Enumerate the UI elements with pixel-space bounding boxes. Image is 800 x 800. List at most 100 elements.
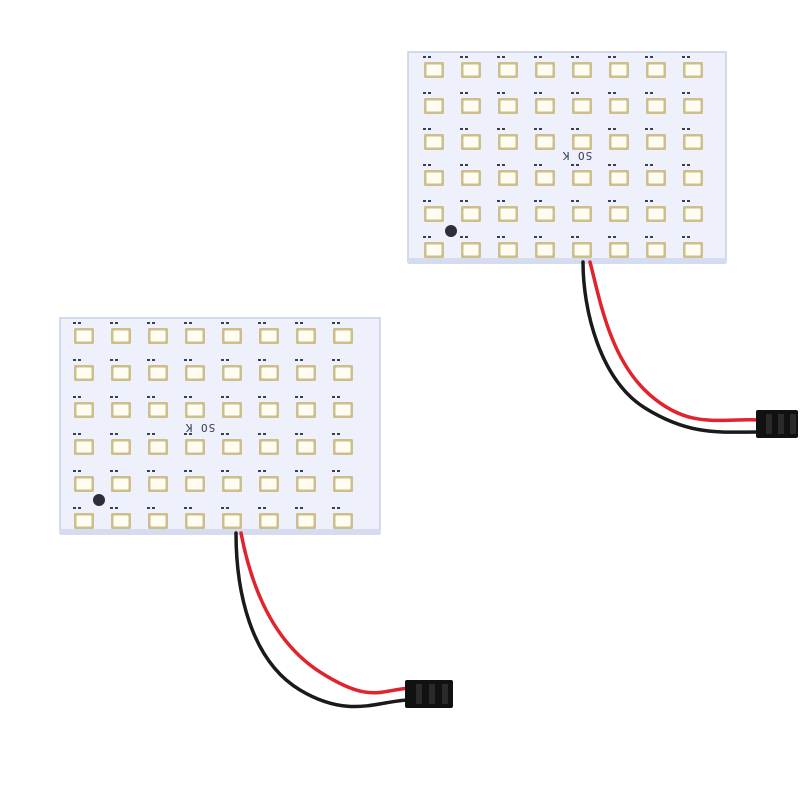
smd-led (534, 236, 555, 258)
smd-led (423, 92, 444, 114)
smd-led (571, 128, 592, 150)
smd-led (147, 433, 168, 455)
smd-led (497, 128, 518, 150)
smd-led (73, 396, 94, 418)
wire-harness (234, 531, 412, 709)
smd-led (571, 200, 592, 222)
smd-led (184, 322, 205, 344)
smd-led (295, 359, 316, 381)
smd-led (221, 507, 242, 529)
smd-led (571, 164, 592, 186)
smd-led (258, 359, 279, 381)
smd-led (571, 92, 592, 114)
led-grid (423, 56, 703, 258)
smd-led (258, 322, 279, 344)
smd-led (110, 507, 131, 529)
smd-led (73, 507, 94, 529)
smd-led (258, 396, 279, 418)
smd-led (295, 433, 316, 455)
smd-led (645, 92, 666, 114)
led-panel-bottom-left: SO K (59, 317, 453, 709)
smd-led (110, 433, 131, 455)
smd-led (332, 470, 353, 492)
smd-led (497, 236, 518, 258)
smd-led (460, 236, 481, 258)
smd-led (147, 359, 168, 381)
smd-led (423, 56, 444, 78)
smd-led (460, 200, 481, 222)
smd-led (608, 56, 629, 78)
smd-led (147, 507, 168, 529)
circuit-board (407, 51, 727, 263)
smd-led (608, 164, 629, 186)
smd-led (460, 128, 481, 150)
smd-led (73, 322, 94, 344)
smd-led (534, 56, 555, 78)
smd-led (423, 164, 444, 186)
smd-led (608, 236, 629, 258)
smd-led (497, 200, 518, 222)
smd-led (147, 322, 168, 344)
smd-led (295, 470, 316, 492)
smd-led (682, 236, 703, 258)
smd-led (221, 322, 242, 344)
smd-led (645, 56, 666, 78)
smd-led (110, 359, 131, 381)
smd-led (184, 396, 205, 418)
smd-led (645, 236, 666, 258)
smd-led (332, 507, 353, 529)
smd-led (534, 164, 555, 186)
smd-led (608, 200, 629, 222)
smd-led (295, 322, 316, 344)
smd-led (73, 433, 94, 455)
wire-harness (581, 260, 762, 434)
smd-led (534, 200, 555, 222)
smd-led (608, 128, 629, 150)
silkscreen-label: SO K (185, 421, 216, 434)
smd-led (460, 164, 481, 186)
circuit-board (59, 317, 381, 534)
smd-led (423, 200, 444, 222)
smd-led (497, 56, 518, 78)
smd-led (497, 164, 518, 186)
smd-led (295, 507, 316, 529)
mounting-dot (445, 225, 457, 237)
smd-led (534, 92, 555, 114)
smd-led (221, 359, 242, 381)
smd-led (460, 56, 481, 78)
smd-led (682, 200, 703, 222)
smd-led (184, 507, 205, 529)
smd-led (332, 433, 353, 455)
smd-led (73, 359, 94, 381)
smd-led (423, 236, 444, 258)
smd-led (534, 128, 555, 150)
led-panel-top-right: SO K (407, 51, 798, 438)
smd-led (682, 56, 703, 78)
smd-led (682, 128, 703, 150)
smd-led (221, 396, 242, 418)
led-grid (73, 322, 353, 529)
connector-plug (405, 680, 453, 708)
smd-led (645, 200, 666, 222)
mounting-dot (93, 494, 105, 506)
smd-led (73, 470, 94, 492)
smd-led (258, 507, 279, 529)
connector-plug (756, 410, 798, 438)
smd-led (460, 92, 481, 114)
smd-led (110, 470, 131, 492)
smd-led (682, 164, 703, 186)
smd-led (221, 470, 242, 492)
smd-led (110, 322, 131, 344)
smd-led (332, 322, 353, 344)
smd-led (258, 470, 279, 492)
smd-led (258, 433, 279, 455)
silkscreen-label: SO K (562, 149, 593, 162)
smd-led (571, 56, 592, 78)
smd-led (332, 396, 353, 418)
smd-led (110, 396, 131, 418)
smd-led (184, 359, 205, 381)
smd-led (147, 396, 168, 418)
smd-led (184, 433, 205, 455)
smd-led (332, 359, 353, 381)
smd-led (645, 128, 666, 150)
